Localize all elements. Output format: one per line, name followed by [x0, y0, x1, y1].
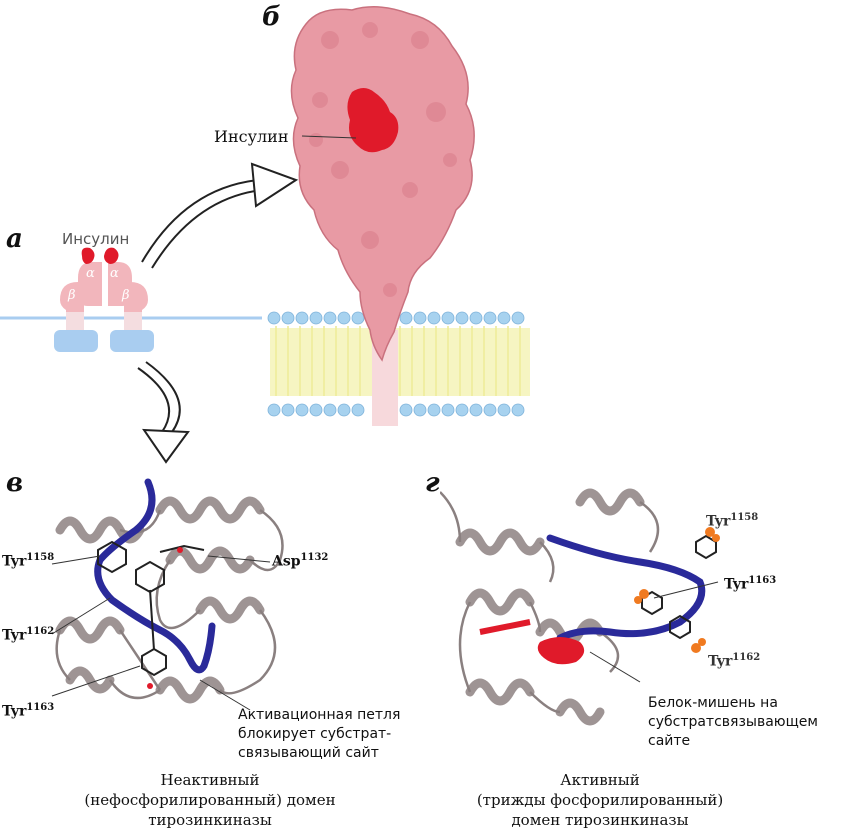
loop-note-line-3: связывающий сайт	[238, 745, 379, 761]
activation-loop-active	[546, 534, 706, 642]
loop-note-line-2: блокирует субстрат-	[238, 726, 392, 742]
panel-a-receptor: Инсулин α α β β	[0, 230, 270, 370]
tyr1162-label-g: Tyr1162	[708, 652, 761, 670]
activation-loop-note: Активационная петля блокирует субстрат- …	[238, 706, 400, 763]
arrow-to-panel-b	[141, 179, 259, 263]
target-note-line-3: сайте	[648, 733, 691, 749]
asp1132-label-v: Asp1132	[272, 552, 329, 570]
caption-inactive: Неактивный (нефосфорилированный) домен т…	[80, 770, 340, 830]
caption-active: Активный (трижды фосфорилированный) доме…	[470, 770, 730, 830]
tyr1162-label-v: Tyr1162	[2, 626, 55, 644]
tyrosine-sidechains	[97, 540, 205, 677]
receptor-diagram	[0, 247, 262, 352]
tyr1158-label-v: Tyr1158	[2, 552, 55, 570]
caption-active-line-2: (трижды фосфорилированный)	[476, 791, 724, 809]
receptor-ectodomain	[290, 6, 475, 362]
target-note-line-2: субстратсвязывающем	[648, 714, 818, 730]
ribbon-helices-active	[455, 488, 645, 726]
target-note-line-1: Белок-мишень на	[648, 695, 778, 711]
arrowhead-to-panel-b	[250, 162, 299, 208]
panel-letter-a: а	[6, 224, 23, 254]
lipid-bilayer	[267, 311, 536, 426]
ribbon-loops-active	[439, 491, 660, 714]
beta-label-left: β	[68, 288, 76, 303]
insulin-left	[81, 247, 95, 264]
receptor-surface-model	[267, 6, 536, 426]
target-protein-note: Белок-мишень на субстратсвязывающем сайт…	[648, 694, 818, 751]
loop-note-line-1: Активационная петля	[238, 707, 401, 723]
caption-inactive-line-2: (нефосфорилированный) домен	[84, 791, 336, 809]
insulin-right	[104, 247, 119, 264]
bound-insulin	[347, 88, 399, 153]
panel-g-kinase-structure	[439, 472, 740, 742]
arrowhead-to-panel-v	[142, 428, 190, 464]
activation-loop	[94, 478, 216, 674]
ribbon-helices	[55, 496, 265, 704]
tyr1158-label-g: Tyr1158	[706, 512, 759, 530]
tyr1163-label-g: Tyr1163	[724, 575, 777, 593]
inactive-kinase-ribbon	[51, 478, 284, 711]
panel-v-kinase-structure	[40, 470, 340, 720]
caption-active-line-1: Активный	[560, 771, 640, 789]
panel-b-receptor-surface	[260, 0, 540, 430]
insulin-leader-line	[301, 135, 357, 139]
alpha-label-right: α	[110, 266, 119, 281]
alpha-label-left: α	[86, 266, 95, 281]
caption-inactive-line-3: тирозинкиназы	[148, 811, 272, 829]
active-kinase-ribbon	[439, 488, 720, 726]
insulin-label-panel-b: Инсулин	[214, 127, 289, 146]
caption-inactive-line-1: Неактивный	[160, 771, 260, 789]
phosphotyrosines	[641, 534, 717, 640]
kinase-domain-left	[54, 330, 98, 352]
panel-letter-g: г	[425, 468, 440, 498]
caption-active-line-3: домен тирозинкиназы	[511, 811, 689, 829]
insulin-label-small: Инсулин	[62, 230, 130, 248]
arrow-to-panel-v	[137, 367, 171, 433]
ribbon-loops	[55, 508, 284, 700]
kinase-domain-right	[110, 330, 154, 352]
tyr1163-label-v: Tyr1163	[2, 702, 55, 720]
target-protein	[537, 637, 585, 665]
panel-letter-v: в	[6, 468, 24, 498]
panel-letter-b: б	[262, 2, 281, 32]
beta-label-right: β	[122, 288, 130, 303]
leader-lines-v	[51, 555, 271, 711]
leader-lines-g	[589, 581, 719, 683]
